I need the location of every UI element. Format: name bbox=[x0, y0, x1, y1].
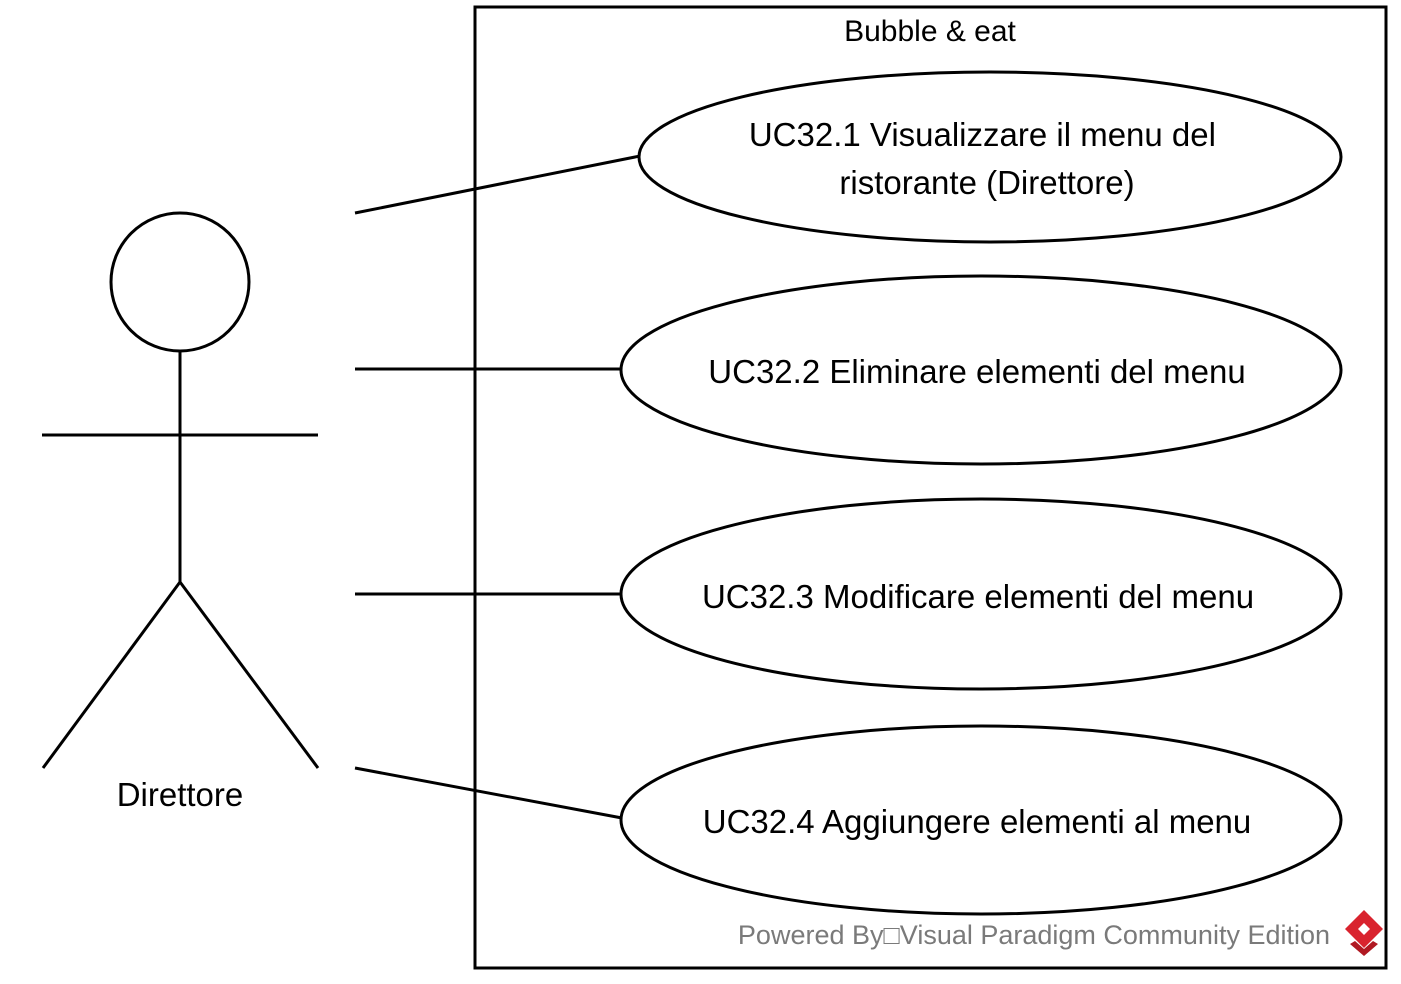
associations bbox=[354, 154, 641, 820]
use-case-ellipse[interactable] bbox=[619, 497, 1343, 691]
system-boundary: Bubble & eat bbox=[473, 5, 1388, 970]
use-case-label: UC32.3 Modificare elementi del menu bbox=[702, 578, 1254, 615]
actor-right-leg bbox=[178, 581, 320, 769]
watermark: Powered By□Visual Paradigm Community Edi… bbox=[738, 910, 1383, 956]
use-case-uc32-4[interactable]: UC32.4 Aggiungere elementi al menu bbox=[619, 724, 1343, 916]
logo-shape-inner bbox=[1358, 923, 1370, 935]
association-uc32-1 bbox=[354, 154, 641, 215]
watermark-text: Powered By□Visual Paradigm Community Edi… bbox=[738, 920, 1330, 950]
use-case-ellipse[interactable] bbox=[619, 274, 1343, 466]
use-case-uc32-3[interactable]: UC32.3 Modificare elementi del menu bbox=[619, 497, 1343, 691]
system-boundary-box bbox=[473, 5, 1388, 970]
actor-head bbox=[109, 211, 251, 353]
system-name: Bubble & eat bbox=[844, 15, 1016, 48]
use-case-label: UC32.4 Aggiungere elementi al menu bbox=[703, 803, 1252, 840]
actor-left-leg bbox=[41, 581, 182, 769]
use-case-label: UC32.2 Eliminare elementi del menu bbox=[708, 353, 1245, 390]
actor-direttore: Direttore bbox=[41, 211, 320, 813]
use-case-label: UC32.1 Visualizzare il menu del ristoran… bbox=[749, 116, 1225, 201]
logo-shape-base bbox=[1350, 941, 1378, 956]
use-case-label-line: UC32.1 Visualizzare il menu del bbox=[749, 116, 1216, 153]
actor-name: Direttore bbox=[117, 776, 244, 813]
use-case-uc32-2[interactable]: UC32.2 Eliminare elementi del menu bbox=[619, 274, 1343, 466]
use-case-ellipse[interactable] bbox=[619, 724, 1343, 916]
association-uc32-4 bbox=[354, 766, 623, 820]
use-case-uc32-1[interactable]: UC32.1 Visualizzare il menu del ristoran… bbox=[637, 70, 1343, 244]
visual-paradigm-logo-icon bbox=[1345, 910, 1383, 956]
use-case-label-line: ristorante (Direttore) bbox=[839, 164, 1134, 201]
use-case-ellipse[interactable] bbox=[637, 70, 1343, 244]
